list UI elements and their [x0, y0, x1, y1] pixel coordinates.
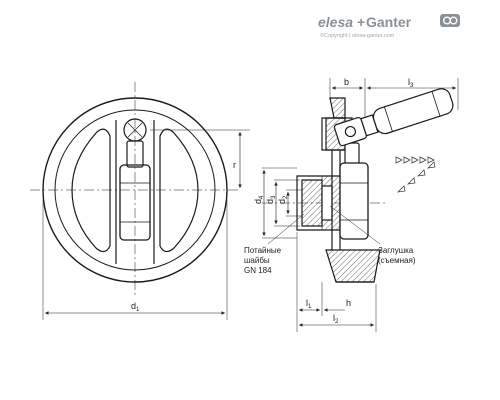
- brand-logo: elesa + Ganter ©Copyright | elesa-ganter…: [318, 14, 460, 39]
- note-plug-line2: (съемная): [378, 256, 416, 265]
- label-d4: d4: [253, 195, 265, 204]
- dim-b: b: [329, 77, 366, 118]
- note-plug: Заглушка (съемная): [329, 205, 416, 265]
- handle-pin: [126, 140, 144, 168]
- folded-handle: [119, 164, 151, 241]
- label-d2: d2: [277, 195, 289, 204]
- dim-bottom-group: [296, 232, 377, 332]
- brand-badge-icon: [440, 14, 460, 27]
- label-l2: l2: [333, 313, 339, 325]
- dim-d1: d1: [42, 200, 228, 320]
- note-washers-line2: шайбы: [244, 256, 270, 265]
- label-l3: l3: [408, 77, 414, 89]
- front-view: [30, 82, 240, 298]
- label-l1: l1: [306, 298, 312, 310]
- dim-d-group: [262, 167, 302, 239]
- extended-handle: [372, 88, 454, 135]
- wheel-rim-outer: [42, 97, 228, 283]
- brand-elesa-text: elesa: [318, 14, 353, 30]
- label-h: h: [346, 298, 351, 308]
- label-r: r: [233, 160, 236, 170]
- label-b: b: [344, 77, 349, 87]
- dim-l3: l3: [367, 77, 459, 110]
- dim-r: r: [150, 129, 250, 188]
- label-d1: d1: [131, 301, 140, 313]
- note-washers-line3: GN 184: [244, 266, 272, 275]
- note-plug-line1: Заглушка: [378, 246, 414, 255]
- side-view: [262, 88, 454, 283]
- brand-plus-text: +: [357, 14, 365, 30]
- note-washers-line1: Потайные: [244, 246, 282, 255]
- copyright-text: ©Copyright | elesa-ganter.com: [320, 32, 395, 39]
- left-spoke-opening: [71, 128, 111, 253]
- brand-ganter-text: Ganter: [366, 14, 412, 30]
- right-spoke-opening: [159, 128, 199, 253]
- note-washers: Потайные шайбы GN 184: [244, 213, 305, 275]
- rotation-arrows-icon: [395, 156, 436, 193]
- label-d3: d3: [265, 195, 277, 204]
- wheel-rim-inner: [54, 109, 216, 271]
